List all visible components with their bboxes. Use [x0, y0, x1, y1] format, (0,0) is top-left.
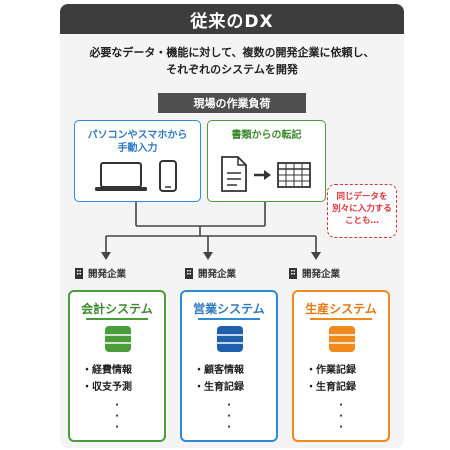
ellipsis-dots: ··· — [339, 400, 343, 433]
building-icon — [289, 268, 297, 279]
warning-callout: 同じデータを 別々に入力する ことも… — [327, 184, 397, 238]
list-item: ・生育記録 — [194, 382, 244, 393]
document-icon — [221, 156, 247, 192]
company-label-2: 開発企業 — [184, 266, 236, 280]
list-item: ・作業記録 — [306, 365, 356, 376]
system-title: 営業システム — [193, 302, 265, 316]
smartphone-icon — [159, 160, 177, 192]
arrow-down-icon — [311, 252, 321, 260]
company-label-1: 開発企業 — [74, 266, 126, 280]
title-underline — [198, 318, 260, 320]
manual-input-label: パソコンやスマホから 手動入力 — [87, 130, 188, 154]
building-icon — [185, 268, 193, 279]
database-icon — [105, 326, 131, 352]
system-item-list: ・顧客情報 ・生育記録 — [194, 362, 244, 396]
list-item: ・経費情報 — [82, 365, 132, 376]
title-underline — [310, 318, 372, 320]
arrow-down-icon — [203, 252, 213, 260]
list-item: ・収支予測 — [82, 382, 132, 393]
system-title: 会計システム — [81, 302, 153, 316]
list-item: ・生育記録 — [306, 382, 356, 393]
database-icon — [329, 326, 355, 352]
production-system-box: 生産システム ・作業記録 ・生育記録 ··· — [292, 290, 390, 442]
workload-label: 現場の作業負荷 — [158, 93, 306, 113]
diagram-frame: 従来のDX 必要なデータ・機能に対して、複数の開発企業に依頼し、 それぞれのシス… — [60, 4, 404, 448]
building-icon — [75, 268, 83, 279]
system-item-list: ・作業記録 ・生育記録 — [306, 362, 356, 396]
paper-transcription-label: 書類からの転記 — [231, 130, 302, 141]
system-item-list: ・経費情報 ・収支予測 — [82, 362, 132, 396]
paper-transcription-box: 書類からの転記 — [207, 120, 326, 202]
ellipsis-dots: ··· — [227, 400, 231, 433]
list-item: ・顧客情報 — [194, 365, 244, 376]
laptop-icon — [95, 162, 147, 191]
arrow-right-icon — [254, 170, 271, 180]
system-title: 生産システム — [305, 302, 377, 316]
description-line-1: 必要なデータ・機能に対して、複数の開発企業に依頼し、 — [89, 46, 375, 59]
description-line-2: それぞれのシステムを開発 — [166, 63, 298, 76]
page-title: 従来のDX — [190, 11, 274, 32]
database-icon — [217, 326, 243, 352]
ellipsis-dots: ··· — [115, 400, 119, 433]
connector-lines — [101, 202, 321, 260]
company-label-3: 開発企業 — [288, 266, 340, 280]
accounting-system-box: 会計システム ・経費情報 ・収支予測 ··· — [68, 290, 166, 442]
spreadsheet-icon — [277, 162, 311, 188]
title-bar: 従来のDX — [60, 4, 404, 34]
manual-input-box: パソコンやスマホから 手動入力 — [74, 120, 201, 202]
title-underline — [86, 318, 148, 320]
sales-system-box: 営業システム ・顧客情報 ・生育記録 ··· — [180, 290, 278, 442]
arrow-down-icon — [101, 252, 111, 260]
